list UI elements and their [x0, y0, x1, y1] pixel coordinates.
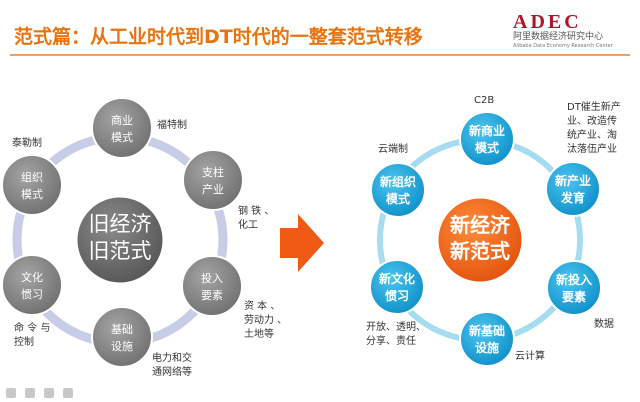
svg-text:设施: 设施: [475, 340, 499, 355]
new-annotation-open-transparent: 开放、透明、 分享、责任: [366, 322, 426, 347]
new-center-node: 新经济 新范式: [435, 195, 525, 285]
menu-icon[interactable]: [44, 388, 55, 398]
logo-mark: ADEC: [513, 11, 582, 33]
new-node-industry-development: 新产业 发育: [545, 161, 601, 217]
logo-cn-name: 阿里数据经济研究中心: [513, 32, 604, 42]
svg-text:新产业: 新产业: [555, 173, 591, 188]
old-annotation-taylorism: 泰勒制: [12, 138, 42, 149]
page-title: 范式篇：从工业时代到DT时代的一整套范式转移: [14, 26, 423, 48]
old-node-culture-habit: 文化 惯习: [1, 254, 63, 316]
new-center-label-2: 新范式: [450, 239, 510, 263]
svg-text:商业: 商业: [111, 113, 133, 127]
svg-text:要素: 要素: [562, 289, 586, 304]
new-annotation-cloud-end: 云端制: [378, 144, 408, 155]
new-annotation-dt-industry: DT催生新产 业、改造传 统产业、淘 汰落伍产业: [567, 102, 621, 155]
slide-controls: [6, 383, 77, 398]
svg-text:模式: 模式: [386, 191, 410, 206]
new-node-infrastructure: 新基础 设施: [459, 311, 515, 367]
old-annotation-steel-chemical: 钢 铁 、 化工: [238, 206, 275, 231]
old-node-organization-model: 组织 模式: [1, 154, 63, 216]
svg-text:文化: 文化: [21, 270, 43, 284]
transition-arrow-icon: [280, 214, 324, 272]
new-annotation-cloud-computing: 云计算: [515, 351, 545, 362]
new-node-culture-habit: 新文化 惯习: [369, 259, 425, 315]
new-annotation-c2b: C2B: [474, 95, 495, 106]
svg-text:模式: 模式: [21, 188, 43, 201]
svg-text:基础: 基础: [111, 323, 133, 336]
logo-en-name: Alibaba Data Economy Research Center: [513, 43, 613, 49]
svg-text:新基础: 新基础: [469, 323, 505, 338]
old-node-infrastructure: 基础 设施: [91, 306, 153, 368]
old-node-pillar-industry: 支柱 产业: [182, 149, 244, 211]
svg-text:新组织: 新组织: [380, 174, 416, 189]
svg-text:投入: 投入: [201, 271, 223, 285]
svg-text:模式: 模式: [475, 140, 499, 155]
new-center-label-1: 新经济: [450, 213, 511, 237]
new-node-business-model: 新商业 模式: [459, 111, 515, 167]
svg-text:组织: 组织: [21, 170, 43, 184]
pen-icon[interactable]: [25, 388, 36, 398]
new-node-organization-model: 新组织 模式: [370, 162, 426, 218]
next-slide-icon[interactable]: [63, 388, 74, 398]
svg-text:要素: 要素: [201, 289, 223, 302]
adec-logo: ADEC 阿里数据经济研究中心 Alibaba Data Economy Res…: [513, 12, 631, 50]
svg-text:模式: 模式: [111, 131, 133, 144]
svg-text:新商业: 新商业: [469, 123, 505, 138]
svg-text:设施: 设施: [111, 340, 133, 353]
svg-text:惯习: 惯习: [21, 287, 43, 301]
new-node-input-factor: 新投入 要素: [546, 260, 602, 316]
old-annotation-fordism: 福特制: [157, 120, 187, 131]
old-annotation-command-control: 命 令 与 控制: [14, 323, 51, 348]
old-node-business-model: 商业 模式: [91, 97, 153, 159]
old-node-input-factor: 投入 要素: [181, 255, 243, 317]
svg-text:新投入: 新投入: [556, 272, 592, 287]
old-center-label-1: 旧经济: [89, 212, 152, 236]
svg-text:惯习: 惯习: [385, 288, 409, 303]
prev-slide-icon[interactable]: [6, 388, 16, 398]
new-paradigm-cycle: 新经济 新范式 新商业 模式 新产业 发育 新投入 要素 新基础 设施 新文化 …: [369, 111, 602, 367]
svg-text:新文化: 新文化: [379, 271, 415, 286]
old-paradigm-cycle: 旧经济 旧范式 商业 模式 支柱 产业 投入 要素 基础 设施 文化 惯习: [1, 97, 244, 368]
old-annotation-power-transport: 电力和交 通网络等: [152, 353, 192, 378]
old-center-node: 旧经济 旧范式: [74, 194, 166, 286]
old-annotation-capital-labor-land: 资 本 、 劳动力 、 土地等: [244, 301, 288, 340]
svg-text:产业: 产业: [202, 182, 224, 196]
svg-text:发育: 发育: [560, 190, 585, 205]
old-center-label-2: 旧范式: [89, 239, 152, 263]
new-annotation-data: 数据: [594, 319, 614, 330]
title-divider: [10, 54, 630, 56]
svg-text:支柱: 支柱: [202, 165, 224, 179]
